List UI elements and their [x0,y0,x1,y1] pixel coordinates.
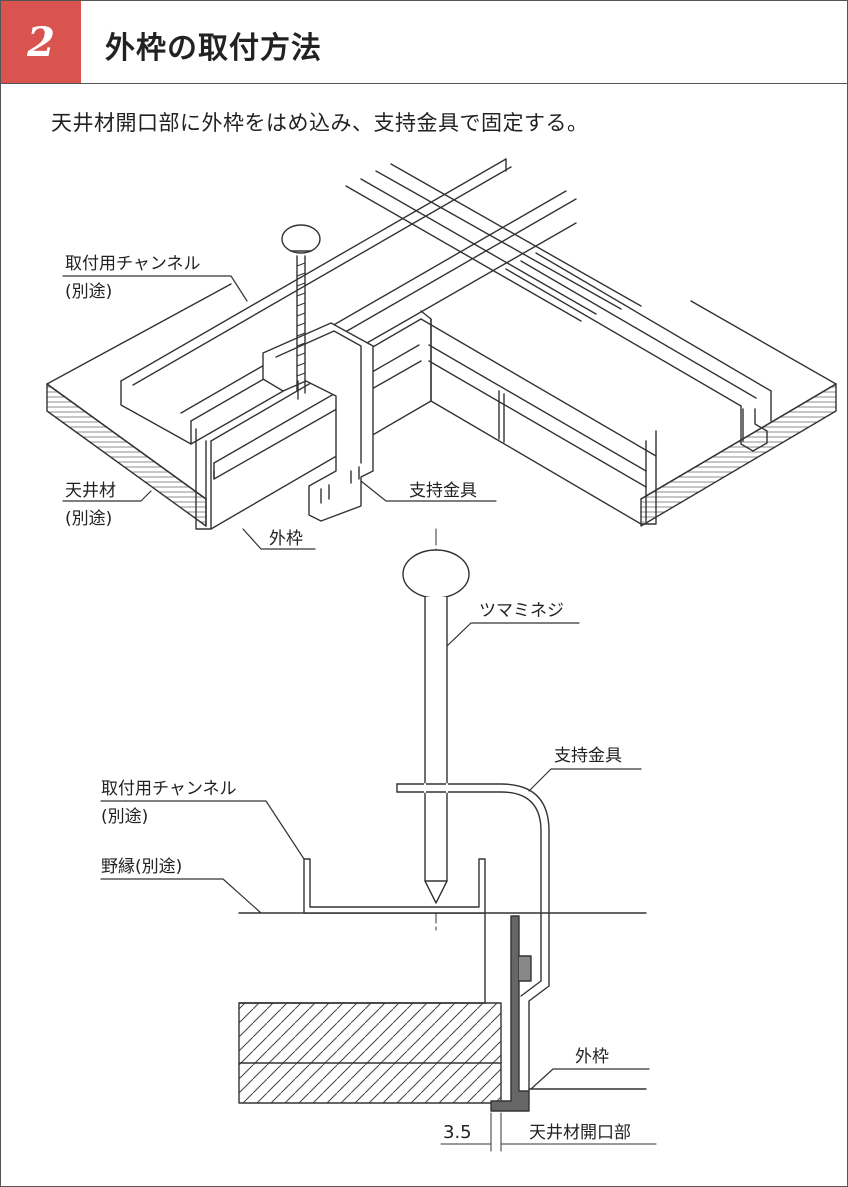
step-title: 外枠の取付方法 [105,31,322,66]
support-bracket-section [396,783,550,1092]
section-label-frame: 外枠 [575,1047,609,1067]
section-label-channel-note: (別途) [101,807,148,827]
step-badge: 2 [1,1,81,83]
step-number: 2 [27,18,55,66]
ceiling-board-section [238,1002,502,1104]
section-label-joist: 野縁(別途) [101,857,182,877]
section-leaders [100,622,650,1090]
iso-label-bracket: 支持金具 [409,481,477,501]
section-label-opening: 天井材開口部 [529,1123,631,1143]
section-label-bracket: 支持金具 [554,746,622,766]
section-label-channel: 取付用チャンネル [101,779,237,799]
iso-label-ceiling-note: (別途) [65,509,112,529]
iso-leaders [62,275,497,550]
support-bracket-iso [262,322,374,522]
isometric-view: 取付用チャンネル (別途) 天井材 (別途) 外枠 支持金具 [46,158,837,550]
mounting-channel-top [120,158,642,445]
thumb-screw-section [402,549,470,904]
thumb-screw-iso [281,224,321,394]
ceiling-joist [238,912,647,1004]
iso-label-frame: 外枠 [269,529,303,549]
dimension-3-5 [440,1112,657,1152]
outer-frame-section [490,915,532,1112]
instruction-text: 天井材開口部に外枠をはめ込み、支持金具で固定する。 [51,111,589,135]
mounting-channel-section [303,858,486,914]
iso-label-channel-note: (別途) [65,282,112,302]
section-view: ツマミネジ 支持金具 取付用チャンネル (別途) 野縁(別途) 外枠 3.5 天… [100,528,657,1152]
step-header: 2 外枠の取付方法 [1,1,847,84]
section-label-screw: ツマミネジ [479,601,564,621]
iso-label-ceiling: 天井材 [65,481,116,501]
section-label-dimension: 3.5 [443,1122,472,1143]
iso-label-channel: 取付用チャンネル [65,254,201,274]
mounting-channel-right [505,252,772,452]
